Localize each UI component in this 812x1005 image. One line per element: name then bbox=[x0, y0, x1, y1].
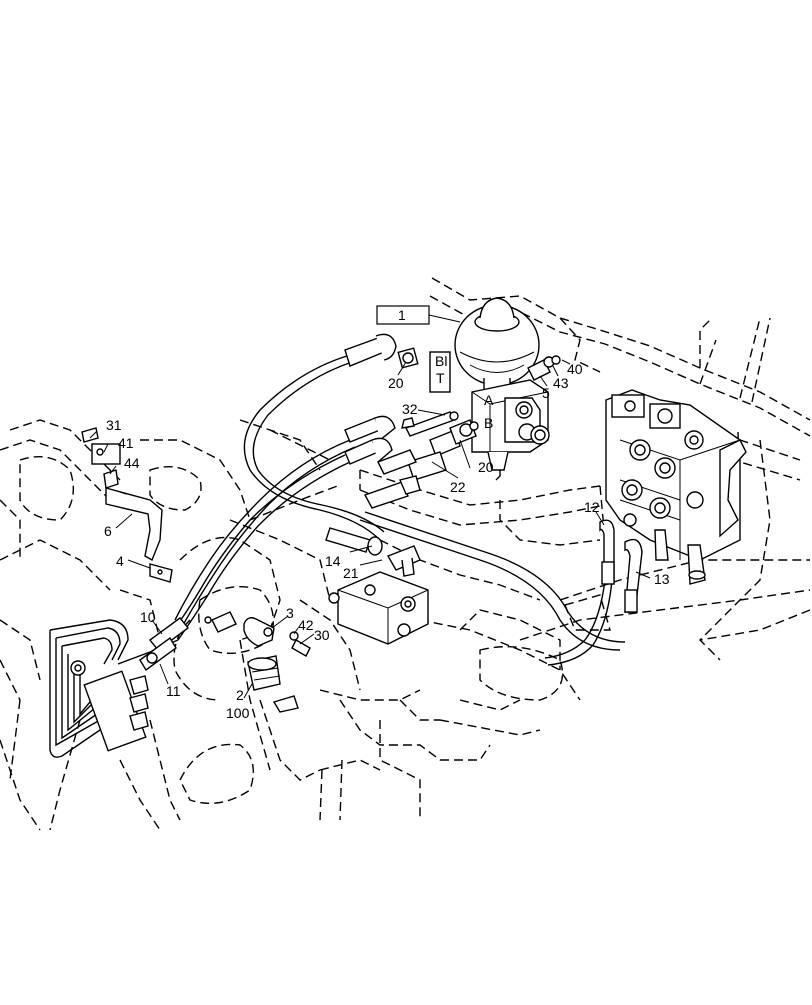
control-valve-assembly bbox=[605, 389, 747, 585]
callout-10: 10 bbox=[140, 609, 156, 625]
port-label-a: A bbox=[484, 392, 494, 408]
callout-20-lower: 20 bbox=[478, 459, 494, 475]
leader-lines bbox=[89, 359, 651, 699]
callout-40: 40 bbox=[567, 361, 583, 377]
callout-13: 13 bbox=[654, 571, 670, 587]
bracket-assembly bbox=[81, 427, 173, 583]
callout-22: 22 bbox=[450, 479, 466, 495]
couplings-10-11 bbox=[139, 617, 190, 672]
callout-31: 31 bbox=[106, 417, 122, 433]
callout-5: 5 bbox=[542, 385, 550, 401]
callout-labels: 31 41 44 6 4 10 11 2 100 3 42 30 14 21 2… bbox=[104, 361, 670, 721]
distribution-block bbox=[325, 527, 429, 645]
callout-3: 3 bbox=[286, 605, 294, 621]
callout-100: 100 bbox=[226, 705, 250, 721]
callout-41: 41 bbox=[118, 435, 134, 451]
callout-6: 6 bbox=[104, 523, 112, 539]
small-parts-cluster bbox=[204, 611, 311, 713]
callout-21: 21 bbox=[343, 565, 359, 581]
callout-2: 2 bbox=[236, 687, 244, 703]
callout-30: 30 bbox=[314, 627, 330, 643]
port-label-bl: Bl bbox=[435, 353, 447, 369]
callout-42: 42 bbox=[298, 617, 314, 633]
bolt-32 bbox=[401, 417, 415, 429]
hose-routing bbox=[169, 354, 626, 666]
callout-1: 1 bbox=[398, 307, 406, 323]
accumulator-valve-block: Bl T A B bbox=[429, 351, 550, 481]
callout-43: 43 bbox=[553, 375, 569, 391]
port-label-b: B bbox=[484, 415, 493, 431]
callout-14: 14 bbox=[325, 553, 341, 569]
callout-11: 11 bbox=[166, 683, 181, 699]
callout-32: 32 bbox=[402, 401, 418, 417]
fitting-group-upper bbox=[344, 333, 561, 509]
pipe-bundle bbox=[49, 619, 179, 758]
callout-44: 44 bbox=[124, 455, 140, 471]
hose-12-13 bbox=[599, 519, 643, 613]
port-label-t: T bbox=[436, 370, 445, 386]
callout-20-upper: 20 bbox=[388, 375, 404, 391]
boxed-callout-1: 1 bbox=[376, 305, 461, 325]
callout-12: 12 bbox=[584, 499, 600, 515]
callout-4: 4 bbox=[116, 553, 124, 569]
accumulator bbox=[454, 297, 540, 393]
